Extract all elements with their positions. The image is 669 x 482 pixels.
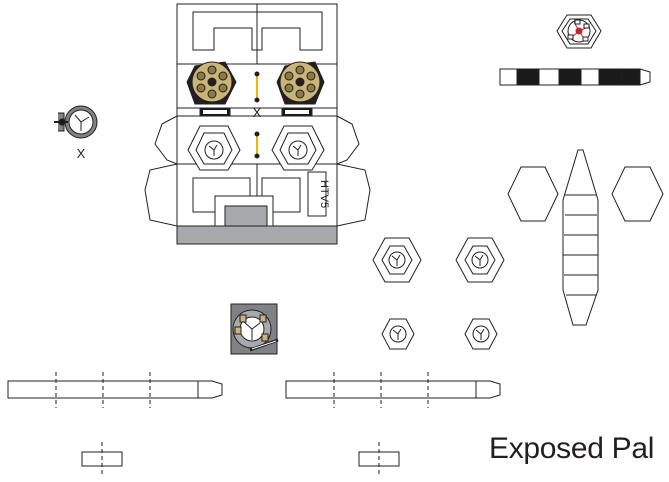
hex-port-mid-left (372, 237, 422, 283)
long-strip-left (7, 372, 223, 408)
sheet-caption: Exposed Pal (489, 432, 655, 465)
striped-strip (499, 68, 651, 86)
hex-port-mid-right (455, 237, 505, 283)
small-hex-right (464, 318, 498, 350)
long-strip-right (285, 372, 501, 408)
gold-reel-right (276, 61, 325, 105)
module-code-label: HTV5 (318, 180, 330, 208)
main-module-net (144, 3, 371, 245)
plain-hexagon-left (507, 166, 559, 222)
tall-tapered-strip (562, 149, 599, 326)
hex-port-right (271, 125, 325, 171)
hex-port-left (187, 125, 241, 171)
connector-top (254, 71, 260, 159)
marker-x-top: X (253, 105, 262, 120)
small-tab-left (81, 442, 123, 476)
plain-hexagon-right (611, 166, 664, 222)
marker-x-left: X (77, 146, 86, 161)
gold-reel-left (186, 61, 237, 105)
small-tab-right (358, 442, 400, 476)
gauge-left (54, 105, 98, 139)
red-hub-hexagon (556, 14, 602, 49)
small-hex-left (381, 318, 415, 350)
gauge-square (230, 303, 279, 355)
